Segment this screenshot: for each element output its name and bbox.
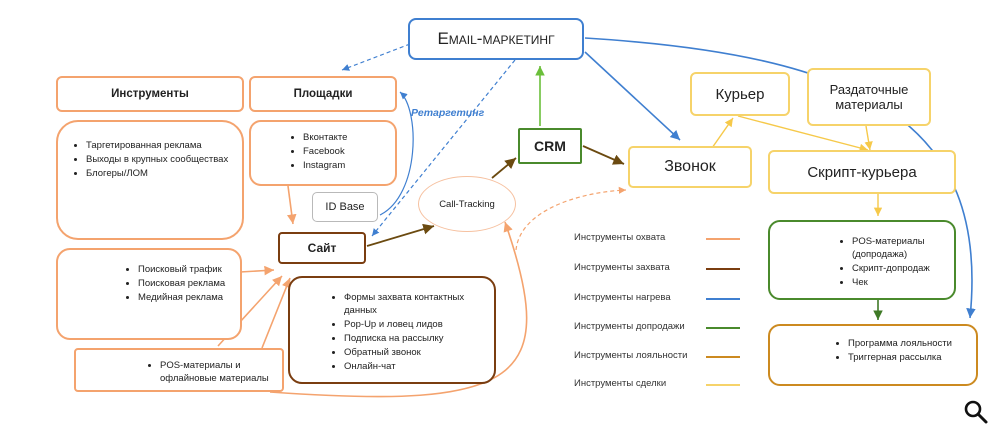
edge-email-platforms (341, 43, 411, 71)
list-item: Вконтакте (303, 131, 395, 144)
edge-site-calltracking (366, 223, 435, 247)
edge-calltracking-crm (491, 157, 517, 179)
node-platforms-label: Площадки (293, 88, 353, 100)
list-item: Обратный звонок (344, 346, 494, 359)
edge-handouts-script (864, 125, 873, 151)
list-item: Instagram (303, 159, 395, 172)
node-tools-label: Инструменты (111, 88, 189, 100)
edge-email-call (584, 51, 681, 141)
list-item: Поисковый трафик (138, 263, 240, 276)
list-item: Формы захвата контактных данных (344, 291, 494, 317)
node-socials: Вконтакте Facebook Instagram (249, 120, 397, 186)
node-email-marketing: Email-маркетинг (408, 18, 584, 60)
legend-label: Инструменты допродажи (574, 321, 685, 332)
legend-swatch (706, 268, 740, 270)
node-pos-offline: POS-материалы и офлайновые материалы (74, 348, 284, 392)
node-courier: Курьер (690, 72, 790, 116)
edge-call-courier (711, 117, 734, 149)
legend-label: Инструменты охвата (574, 232, 666, 243)
socials-list: Вконтакте Facebook Instagram (251, 131, 395, 172)
node-id-base-label: ID Base (325, 201, 365, 213)
targeted-list: Таргетированная реклама Выходы в крупных… (58, 139, 242, 180)
node-site-label: Сайт (307, 241, 337, 255)
legend-swatch (706, 327, 740, 329)
list-item: Поисковая реклама (138, 277, 240, 290)
upsell-list: POS-материалы (допродажа) Скрипт-допрода… (770, 235, 954, 289)
node-call-tracking: Call-Tracking (418, 176, 516, 232)
edge-pos-calltracking (269, 221, 528, 398)
legend-label: Инструменты нагрева (574, 292, 671, 303)
legend-label: Инструменты лояльности (574, 350, 688, 361)
node-tools: Инструменты (56, 76, 244, 112)
node-targeted-ads: Таргетированная реклама Выходы в крупных… (56, 120, 244, 240)
search-icon[interactable] (962, 398, 990, 426)
node-call: Звонок (628, 146, 752, 188)
list-item: Онлайн-чат (344, 360, 494, 373)
list-item: Выходы в крупных сообществах (86, 153, 242, 166)
list-item: Таргетированная реклама (86, 139, 242, 152)
list-item: POS-материалы и офлайновые материалы (160, 359, 282, 385)
node-email-marketing-label: Email-маркетинг (437, 29, 555, 48)
node-capture-forms: Формы захвата контактных данных Pop-Up и… (288, 276, 496, 384)
node-courier-script-label: Скрипт-курьера (807, 163, 917, 181)
legend-label: Инструменты захвата (574, 262, 670, 273)
edge-idbase-platforms (379, 91, 414, 216)
node-call-tracking-label: Call-Tracking (439, 198, 495, 210)
node-platforms: Площадки (249, 76, 397, 112)
node-crm-label: CRM (534, 138, 566, 154)
edge-courier-script (737, 115, 869, 152)
node-id-base: ID Base (312, 192, 378, 222)
list-item: Pop-Up и ловец лидов (344, 318, 494, 331)
list-item: Медийная реклама (138, 291, 240, 304)
node-loyalty: Программа лояльности Триггерная рассылка (768, 324, 978, 386)
list-item: Facebook (303, 145, 395, 158)
list-item: Скрипт-допродаж (852, 262, 954, 275)
edge-socials-site (286, 185, 297, 225)
legend-swatch (706, 356, 740, 358)
node-courier-script: Скрипт-курьера (768, 150, 956, 194)
node-site: Сайт (278, 232, 366, 264)
legend-swatch (706, 384, 740, 386)
edge-pos-site-2 (261, 277, 291, 349)
list-item: Блогеры/ЛОМ (86, 167, 242, 180)
edge-search-site (239, 265, 275, 276)
legend-swatch (706, 298, 740, 300)
node-handouts-label: Раздаточные материалы (829, 82, 909, 112)
node-handouts: Раздаточные материалы (807, 68, 931, 126)
node-search: Поисковый трафик Поисковая реклама Медий… (56, 248, 242, 340)
edge-email-site (371, 59, 516, 237)
search-list: Поисковый трафик Поисковая реклама Медий… (58, 263, 240, 304)
node-call-label: Звонок (664, 158, 716, 175)
list-item: Чек (852, 276, 954, 289)
node-crm: CRM (518, 128, 582, 164)
loyalty-list: Программа лояльности Триггерная рассылка (770, 337, 976, 364)
list-item: Триггерная рассылка (848, 351, 976, 364)
capture-forms-list: Формы захвата контактных данных Pop-Up и… (290, 291, 494, 373)
list-item: POS-материалы (допродажа) (852, 235, 954, 261)
node-courier-label: Курьер (715, 85, 765, 103)
pos-offline-list: POS-материалы и офлайновые материалы (76, 359, 282, 385)
list-item: Программа лояльности (848, 337, 976, 350)
node-upsell: POS-материалы (допродажа) Скрипт-допрода… (768, 220, 956, 300)
legend-swatch (706, 238, 740, 240)
legend-label: Инструменты сделки (574, 378, 667, 389)
edge-crm-call (582, 145, 625, 165)
list-item: Подписка на рассылку (344, 332, 494, 345)
retargeting-label: Ретаргетинг (411, 107, 485, 119)
